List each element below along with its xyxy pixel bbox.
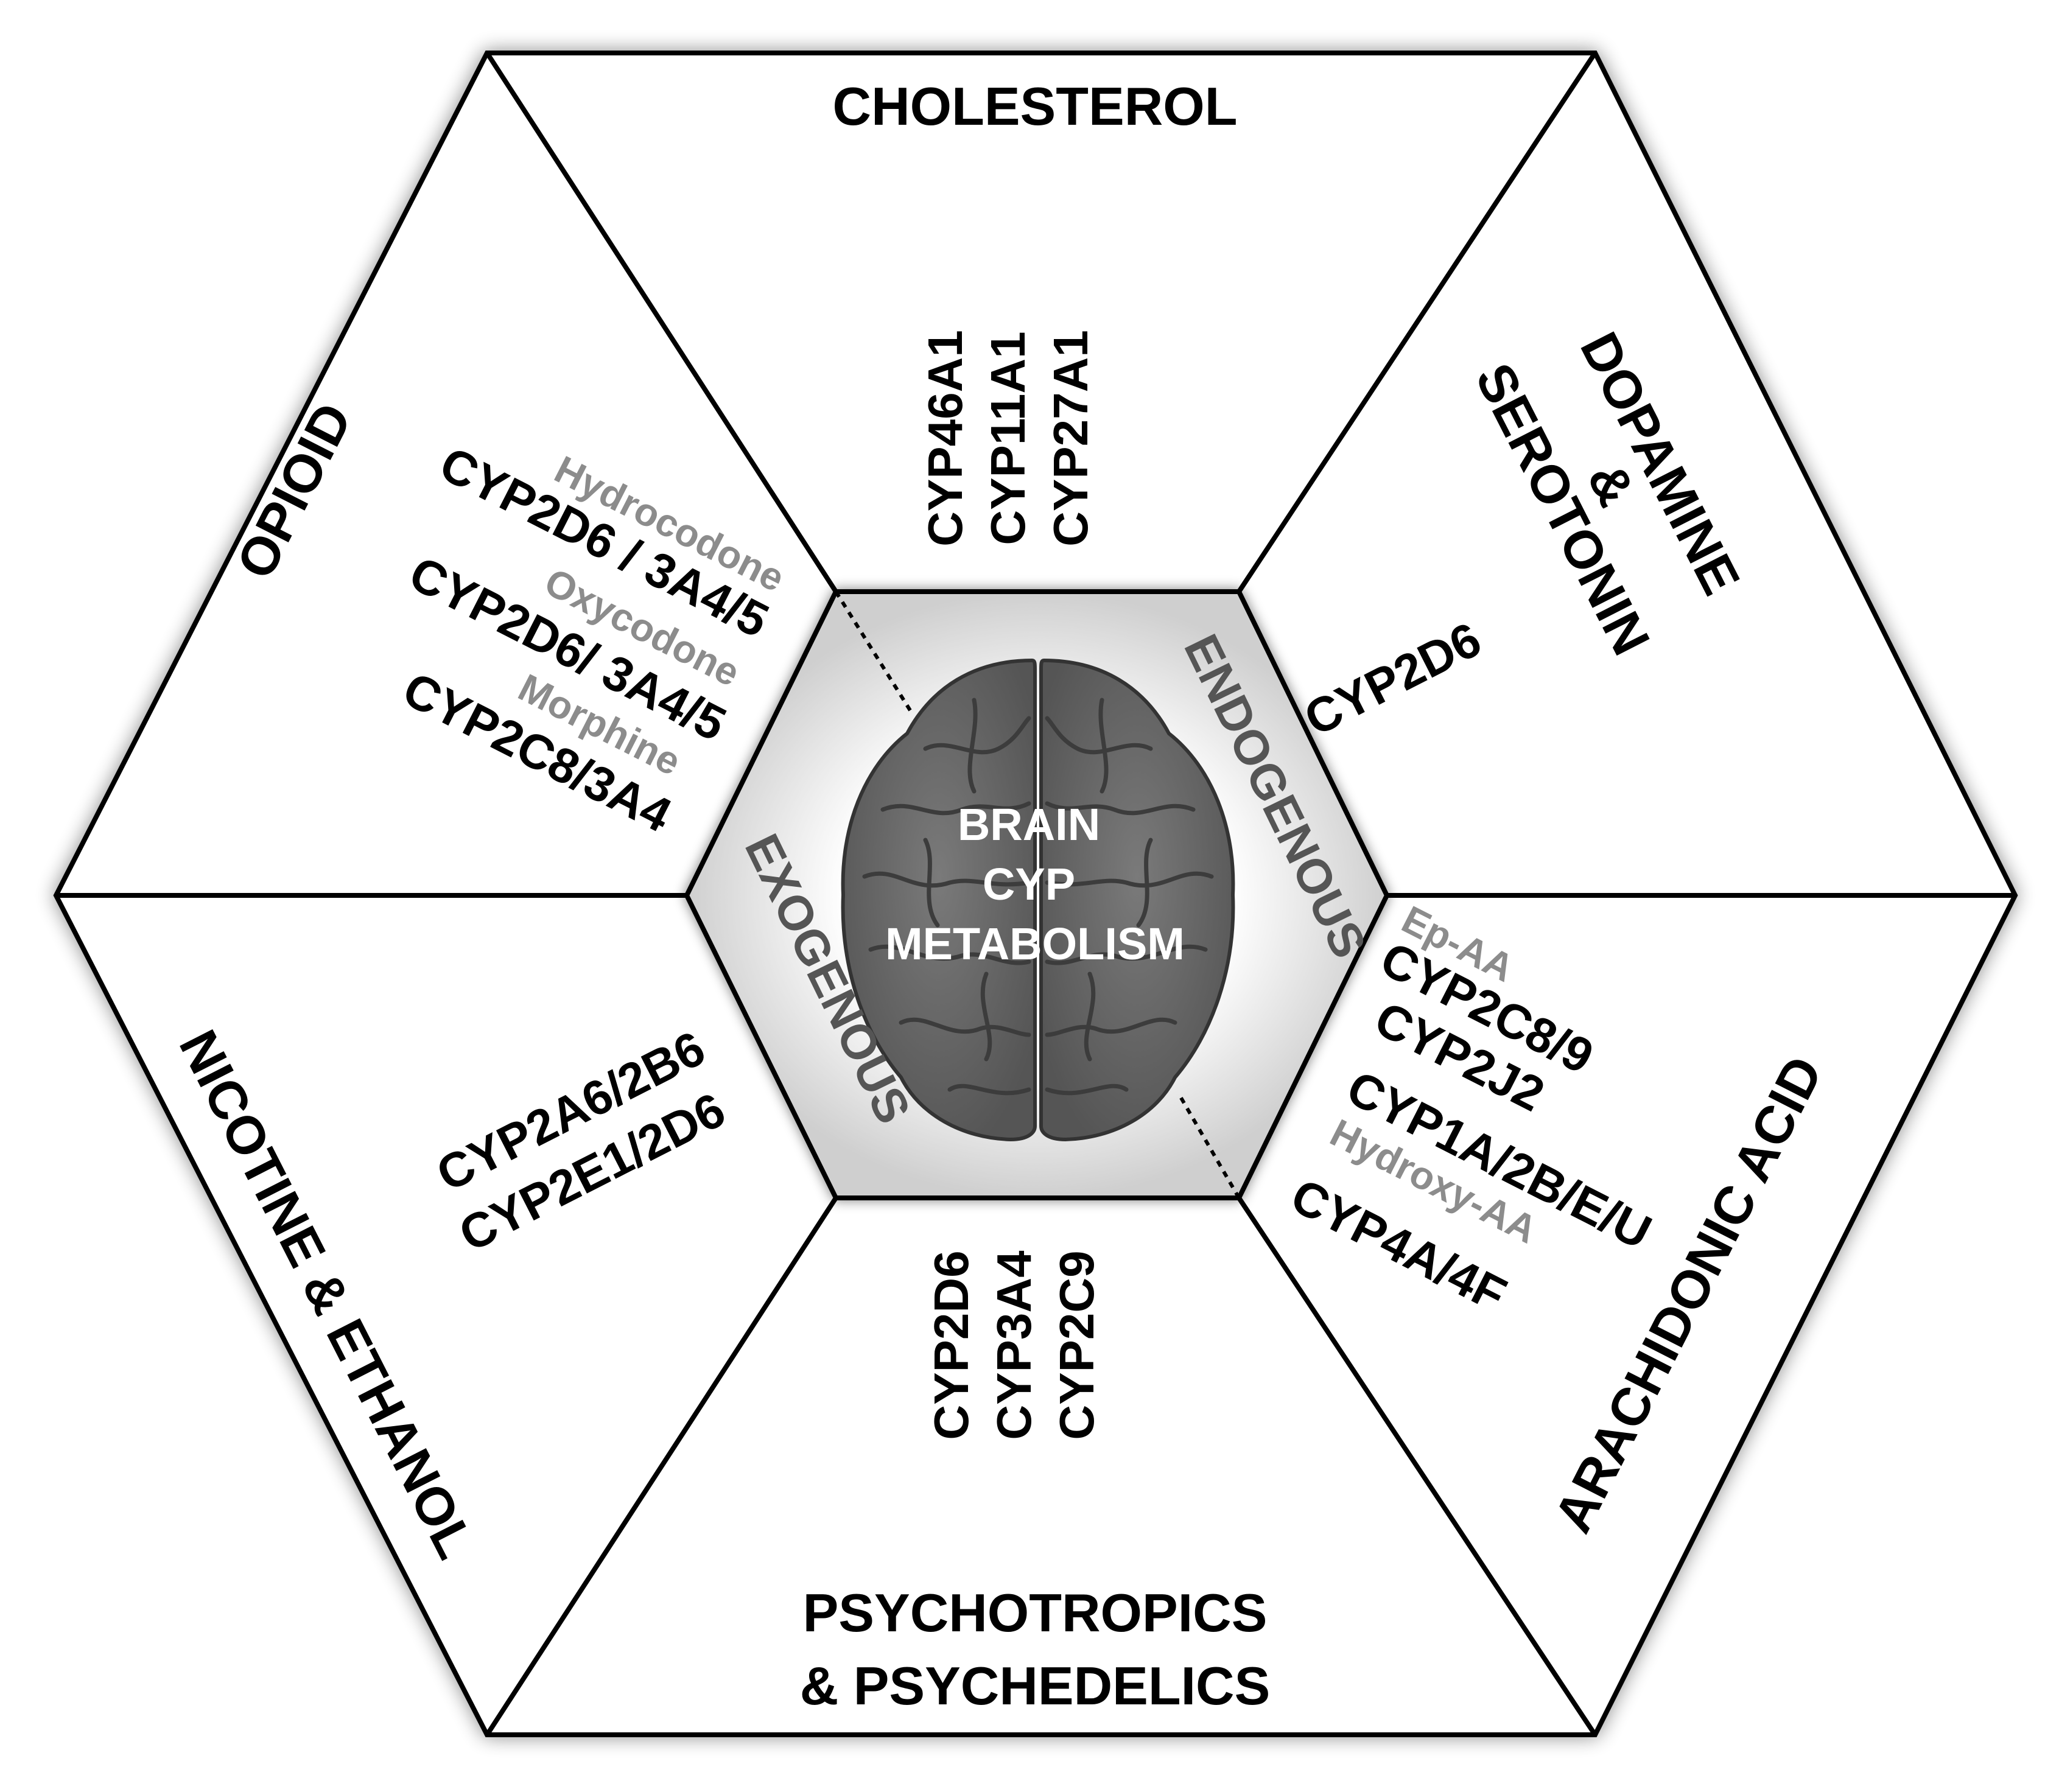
psychotropics-title-line1: PSYCHOTROPICS [803, 1583, 1268, 1643]
brain-icon: BRAIN CYP METABOLISM [841, 658, 1235, 1142]
center-line2: CYP [983, 859, 1075, 909]
sector-dividers [56, 51, 2015, 1737]
psychotropics-sector: CYP2D6 CYP3A4 CYP2C9 PSYCHOTROPICS & PSY… [800, 1250, 1271, 1716]
cholesterol-enzyme-2: CYP11A1 [981, 331, 1035, 545]
center-line1: BRAIN [958, 799, 1100, 850]
psychotropics-enzyme-1: CYP2D6 [924, 1250, 978, 1440]
psychotropics-enzyme-2: CYP3A4 [987, 1250, 1041, 1440]
psychotropics-title-line2: & PSYCHEDELICS [800, 1656, 1271, 1716]
cholesterol-enzyme-1: CYP46A1 [918, 330, 972, 547]
cholesterol-enzyme-3: CYP27A1 [1044, 330, 1098, 547]
center-line3: METABOLISM [885, 919, 1185, 969]
cholesterol-title: CHOLESTEROL [833, 76, 1238, 136]
cholesterol-sector: CHOLESTEROL CYP46A1 CYP11A1 CYP27A1 [833, 76, 1238, 547]
ring-split-dotted [834, 590, 1241, 1199]
psychotropics-enzyme-3: CYP2C9 [1050, 1250, 1104, 1440]
